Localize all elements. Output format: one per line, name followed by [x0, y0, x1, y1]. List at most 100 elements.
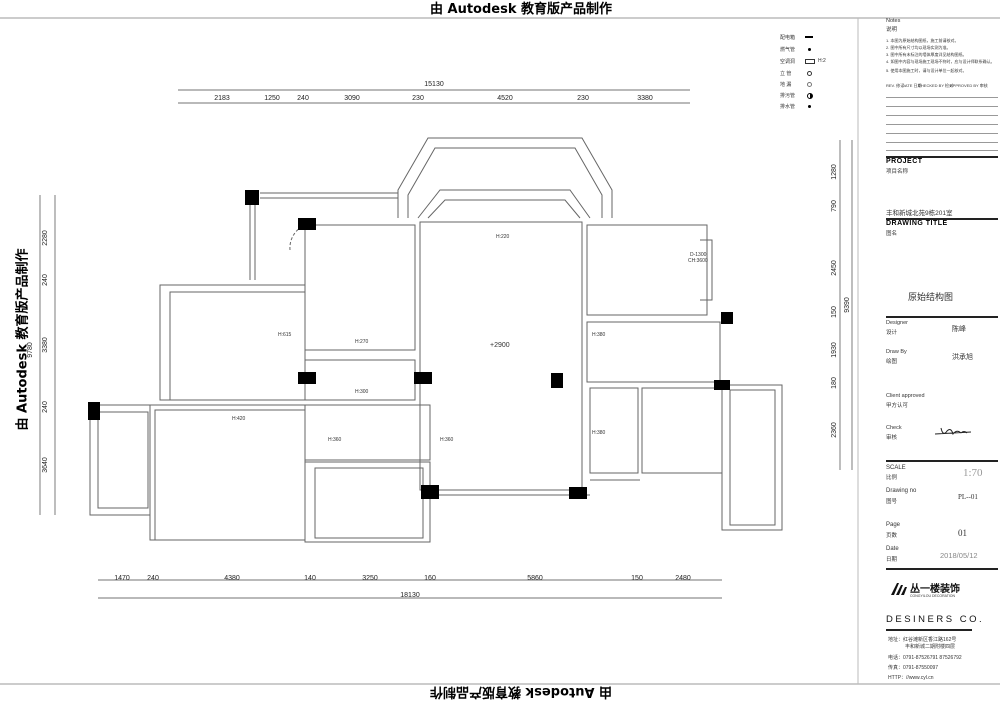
dim-right: 2450 [831, 260, 838, 276]
window-height-label: CH:3600 [688, 258, 708, 264]
company-logo-en: CONGYILOU DECORATION [910, 594, 956, 598]
dim-bottom: 1470 [114, 575, 130, 582]
riser-pipe-icon [807, 71, 812, 76]
notes-cn: 说明 [886, 27, 898, 33]
dim-top: 2183 [214, 95, 230, 102]
company-logo-icon [891, 583, 907, 595]
dim-bottom: 150 [631, 575, 643, 582]
watermark-top: 由 Autodesk 教育版产品制作 [430, 2, 613, 17]
dim-right: 790 [831, 200, 838, 212]
legend-label: 排水管 [780, 104, 796, 110]
dim-top-total: 15130 [424, 81, 444, 88]
beam-label: H:420 [232, 416, 246, 422]
website: HTTP：//www.cyl.cn [888, 675, 934, 681]
drawing-title-cn: 图名 [886, 231, 898, 237]
designer-cn: 设计 [886, 330, 898, 336]
scale-cn: 比例 [886, 475, 898, 481]
notes-label: Notes [886, 18, 901, 24]
rev-header: DATE 日期 [902, 83, 922, 88]
legend-label: 地 漏 [780, 82, 792, 88]
page-label: Page [886, 522, 901, 528]
check-signature [934, 427, 972, 436]
beam-label: H:380 [592, 430, 606, 436]
beam-label: H:270 [355, 339, 369, 345]
scale: 1:70 [963, 467, 983, 479]
check-cn: 审核 [886, 435, 898, 441]
gas-pipe-icon [808, 48, 811, 51]
legend-label: 排污管 [780, 93, 796, 99]
dim-bottom: 4380 [224, 575, 240, 582]
draw-by-label: Draw By [886, 349, 907, 355]
company-logo: 丛一楼装饰 [910, 584, 960, 595]
fax: 传真：0791-87550097 [888, 665, 939, 671]
beam-label: H:220 [496, 234, 510, 240]
dim-left: 240 [42, 274, 49, 286]
designer: 陈峰 [952, 326, 966, 333]
dim-top: 230 [577, 95, 589, 102]
dim-bottom: 140 [304, 575, 316, 582]
note: 5. 使用本图施工时，请与设计单位一起核对。 [886, 68, 967, 73]
dim-bottom: 3250 [362, 575, 378, 582]
drain-pipe-icon [808, 105, 811, 108]
ac-hole-note: H:2 [818, 58, 826, 64]
dim-top: 4520 [497, 95, 513, 102]
walls [89, 137, 783, 543]
project-cn: 项目名称 [886, 169, 909, 175]
dim-top: 230 [412, 95, 424, 102]
project-name: 丰和新城北苑9栋201室 [886, 210, 953, 217]
beam-label: H:380 [592, 332, 606, 338]
title-block: Notes 说明 1. 本图为原始结构图纸，施工前请核对。 2. 图中所有尺寸均… [858, 0, 1000, 700]
page: 01 [958, 528, 967, 538]
dim-right-total: 9390 [844, 297, 851, 313]
client-label: Client approved [886, 393, 925, 399]
dim-bottom: 5860 [527, 575, 543, 582]
dim-left: 3640 [42, 457, 49, 473]
project-label: PROJECT [886, 158, 923, 165]
note: 1. 本图为原始结构图纸，施工前请核对。 [886, 38, 959, 43]
dim-left: 240 [42, 401, 49, 413]
rev-header: CHECKED BY 检对 [918, 83, 954, 88]
dim-top: 3090 [344, 95, 360, 102]
legend-label: 燃气管 [780, 47, 796, 53]
phone: 电话：0791-87526791 87526792 [888, 655, 962, 661]
dim-right: 1930 [831, 342, 838, 358]
drawing-title: 原始结构图 [908, 292, 954, 302]
beam-label: H:360 [440, 437, 454, 443]
ac-hole-icon [805, 59, 815, 64]
level-label: +2900 [490, 342, 510, 349]
drawing-no-cn: 图号 [886, 499, 898, 505]
draw-by-cn: 绘图 [886, 359, 898, 365]
drawing-no: PL--01 [958, 493, 978, 501]
dim-right: 2360 [831, 422, 838, 438]
note: 2. 图中所有尺寸均以现场实测为准。 [886, 45, 951, 50]
company-name: DESINERS CO. [886, 614, 985, 625]
date-cn: 日期 [886, 557, 898, 563]
date: 2018/05/12 [940, 551, 978, 560]
dim-bottom-total: 18130 [400, 592, 420, 599]
dim-top: 3380 [637, 95, 653, 102]
dim-left: 2280 [42, 230, 49, 246]
beam-label: H:360 [328, 437, 342, 443]
distribution-box-icon [805, 36, 813, 38]
client-cn: 甲方认可 [886, 403, 909, 409]
dim-top: 240 [297, 95, 309, 102]
dim-top: 1250 [264, 95, 280, 102]
dim-right: 180 [831, 377, 838, 389]
draw-by: 洪承旭 [952, 354, 973, 361]
legend-label: 立 管 [780, 71, 792, 77]
rev-header: REV. 修订 [886, 83, 905, 88]
address-2: 丰和新城二期附楼四层 [905, 644, 956, 650]
legend-label: 配电箱 [780, 35, 796, 41]
dim-bottom: 2480 [675, 575, 691, 582]
dim-left: 3380 [42, 337, 49, 353]
note: 3. 图中所有未标注的墙体厚度详见结构图纸。 [886, 52, 967, 57]
rev-header: APPROVED BY 审核 [950, 83, 988, 88]
sewage-pipe-icon [807, 93, 813, 99]
window-label: D-1300 [690, 252, 707, 258]
dim-bottom: 160 [424, 575, 436, 582]
note: 4. 如图中内容与现场施工现场不符时，应与设计师联系确认。 [886, 59, 995, 64]
address: 地址：红谷滩新区香江路162号 [888, 637, 957, 643]
drawing-no-label: Drawing no [886, 488, 917, 494]
page-cn: 页数 [886, 533, 898, 539]
